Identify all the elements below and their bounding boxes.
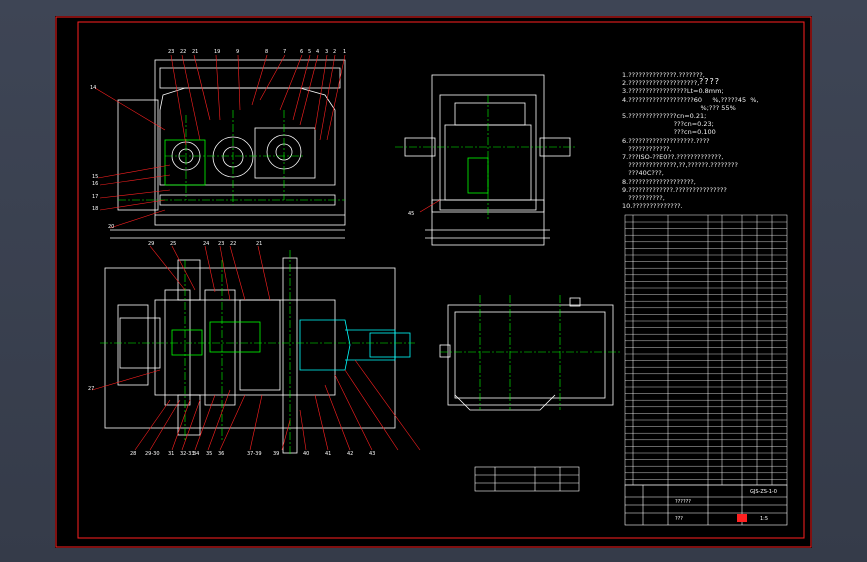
part-callout: 14 — [90, 85, 96, 91]
technical-note-line: ???cn=0.100 — [622, 128, 716, 137]
outer-frame — [55, 16, 812, 548]
drawing-number: GJS-ZS-1-0 — [750, 489, 777, 495]
part-callout: 29-30 — [145, 451, 160, 457]
part-callout: 42 — [347, 451, 353, 457]
part-callout: 16 — [92, 181, 98, 187]
part-callout: 28 — [130, 451, 136, 457]
part-callout: 24 — [203, 241, 209, 247]
part-callout: 3 — [325, 49, 328, 55]
scale-value: 1:5 — [760, 516, 768, 522]
part-callout: 19 — [214, 49, 220, 55]
part-callout: 15 — [92, 174, 98, 180]
part-callout: 8 — [265, 49, 268, 55]
part-callout: 36 — [218, 451, 224, 457]
housing-view-centerlines — [440, 295, 620, 410]
inner-border — [77, 21, 805, 539]
plan-view-leaders — [91, 245, 421, 451]
part-callout: 23 — [218, 241, 224, 247]
part-callout: 29 — [148, 241, 154, 247]
housing-view — [439, 297, 614, 411]
technical-note-line: %;??? 55% — [622, 103, 736, 112]
part-callout: 41 — [325, 451, 331, 457]
part-callout: 22 — [230, 241, 236, 247]
technical-note-line: 4.???????????????????60 %,?????45 %, — [622, 95, 759, 104]
title-block — [624, 484, 788, 526]
technical-note-line: ????????????, — [622, 144, 672, 153]
part-callout: 7 — [283, 49, 286, 55]
plan-view — [104, 257, 411, 454]
part-callout: 37-39 — [247, 451, 262, 457]
technical-note-line: 5.??????????????cn=0.21; — [622, 112, 707, 120]
technical-note-line: 2.????????????????????, — [622, 79, 700, 88]
parts-list — [624, 214, 788, 486]
side-view-centerlines — [395, 95, 575, 220]
gear-parameter-table — [474, 466, 580, 492]
drawing-label-2: ??? — [675, 516, 683, 522]
part-callout: 35 — [206, 451, 212, 457]
side-view-callouts: 45 — [408, 211, 414, 217]
part-callout: 22 — [180, 49, 186, 55]
part-callout: 31 — [168, 451, 174, 457]
technical-note-line: 3.?????????????????Lt=0.8mm; — [622, 87, 724, 96]
drawing-sheet: GJS-ZS-1-0 ?????? ??? 1:5 23222119987654… — [55, 16, 812, 548]
side-view — [404, 74, 571, 246]
technical-note-line: 7.???ISO-??E0??.?????????????, — [622, 153, 724, 161]
part-callout: 1 — [343, 49, 346, 55]
part-callout: 2 — [333, 49, 336, 55]
part-callout: 23 — [168, 49, 174, 55]
side-view-leader — [419, 199, 441, 213]
part-callout: 27 — [88, 386, 94, 392]
part-callout: 34 — [193, 451, 199, 457]
technical-note-line: ???40C???, — [622, 169, 664, 178]
part-callout: 40 — [303, 451, 309, 457]
part-callout: 25 — [170, 241, 176, 247]
part-callout: 20 — [108, 224, 114, 230]
technical-note-line: 1.??????????????.???????, — [622, 71, 705, 79]
front-view-centerlines — [118, 110, 345, 205]
parts-list-rows — [625, 221, 787, 480]
part-callout: 4 — [316, 49, 319, 55]
technical-note-line: ??????????, — [622, 194, 665, 202]
technical-note-line: 9.?????????????.??????????????? — [622, 185, 727, 194]
part-callout: 18 — [92, 206, 98, 212]
part-callout: 6 — [300, 49, 303, 55]
technical-note-line: 8.???????????????????, — [622, 177, 696, 186]
part-callout: 17 — [92, 194, 98, 200]
part-callout: 21 — [256, 241, 262, 247]
technical-notes-title: ???? — [699, 77, 720, 86]
technical-note-line: 6.???????????????????.???? — [622, 136, 710, 145]
part-callout: 39 — [273, 451, 279, 457]
technical-note-line: 10.??????????????. — [622, 202, 683, 211]
front-view-leaders — [94, 54, 346, 229]
part-callout: 9 — [236, 49, 239, 55]
part-callout: 21 — [192, 49, 198, 55]
technical-note-line: ??????????????,??,??????.???????? — [622, 161, 738, 170]
part-callout: 43 — [369, 451, 375, 457]
title-block-stamp — [737, 514, 747, 522]
technical-note-line: ???cn=0.23; — [622, 120, 714, 129]
part-callout: 45 — [408, 211, 414, 217]
drawing-label: ?????? — [675, 499, 691, 505]
part-callout: 5 — [308, 49, 311, 55]
part-callout: 32-33 — [180, 451, 195, 457]
plan-view-centerlines — [100, 250, 415, 455]
